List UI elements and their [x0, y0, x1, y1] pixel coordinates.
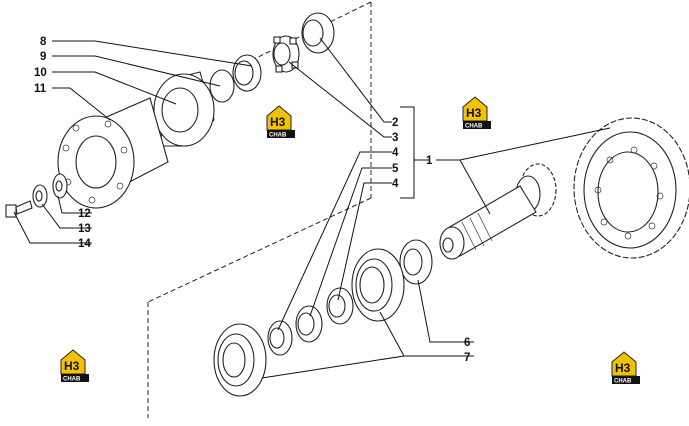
label-10: 10 [34, 67, 47, 79]
watermark-logo-4: H3 CHAB [611, 351, 640, 385]
part-14-bolt [5, 200, 33, 218]
label-13: 13 [78, 223, 91, 235]
label-11: 11 [34, 83, 47, 95]
part-12-washer [52, 173, 68, 199]
watermark-logo-1: H3 CHAB [266, 105, 295, 139]
watermark-logo-2: H3 CHAB [462, 96, 491, 130]
logo-text-h3: H3 [64, 359, 80, 373]
part-9-ring [232, 54, 262, 92]
part-10-o-ring [209, 69, 235, 103]
part-4-ring-upper [295, 305, 323, 343]
label-5: 5 [392, 163, 399, 175]
logo-text-chab: CHAB [614, 379, 632, 385]
label-3: 3 [392, 132, 398, 144]
label-9: 9 [40, 51, 46, 63]
part-7-bearing-upper [351, 248, 405, 322]
logo-text-h3: H3 [270, 115, 286, 129]
label-4a: 4 [392, 147, 399, 159]
logo-text-chab: CHAB [63, 377, 81, 383]
label-8: 8 [40, 36, 47, 48]
logo-text-h3: H3 [466, 106, 482, 120]
part-7-bearing-lower [213, 323, 267, 397]
part-1-pinion-shaft [439, 163, 557, 260]
label-4b: 4 [392, 178, 399, 190]
part-3-nut [272, 35, 300, 73]
logo-text-chab: CHAB [269, 133, 287, 139]
part-1-ring-gear [573, 117, 689, 259]
logo-text-chab: CHAB [465, 124, 483, 130]
logo-text-h3: H3 [615, 361, 631, 375]
part-4-ring-lower [267, 320, 293, 356]
label-2: 2 [392, 117, 398, 129]
label-14: 14 [78, 238, 91, 250]
label-7: 7 [464, 352, 470, 364]
part-5-ring [326, 287, 354, 325]
watermark-logo-3: H3 CHAB [60, 349, 89, 383]
leader-lines [13, 37, 611, 379]
label-12: 12 [78, 208, 91, 220]
label-1: 1 [426, 155, 433, 167]
part-13-washer [32, 184, 48, 208]
part-labels: 8 9 10 11 12 13 14 2 3 4 5 4 1 6 7 [34, 36, 470, 364]
label-6: 6 [464, 337, 470, 349]
part-2-washer [301, 12, 335, 54]
part-6-washer [399, 239, 433, 285]
part-11-housing [57, 71, 215, 209]
